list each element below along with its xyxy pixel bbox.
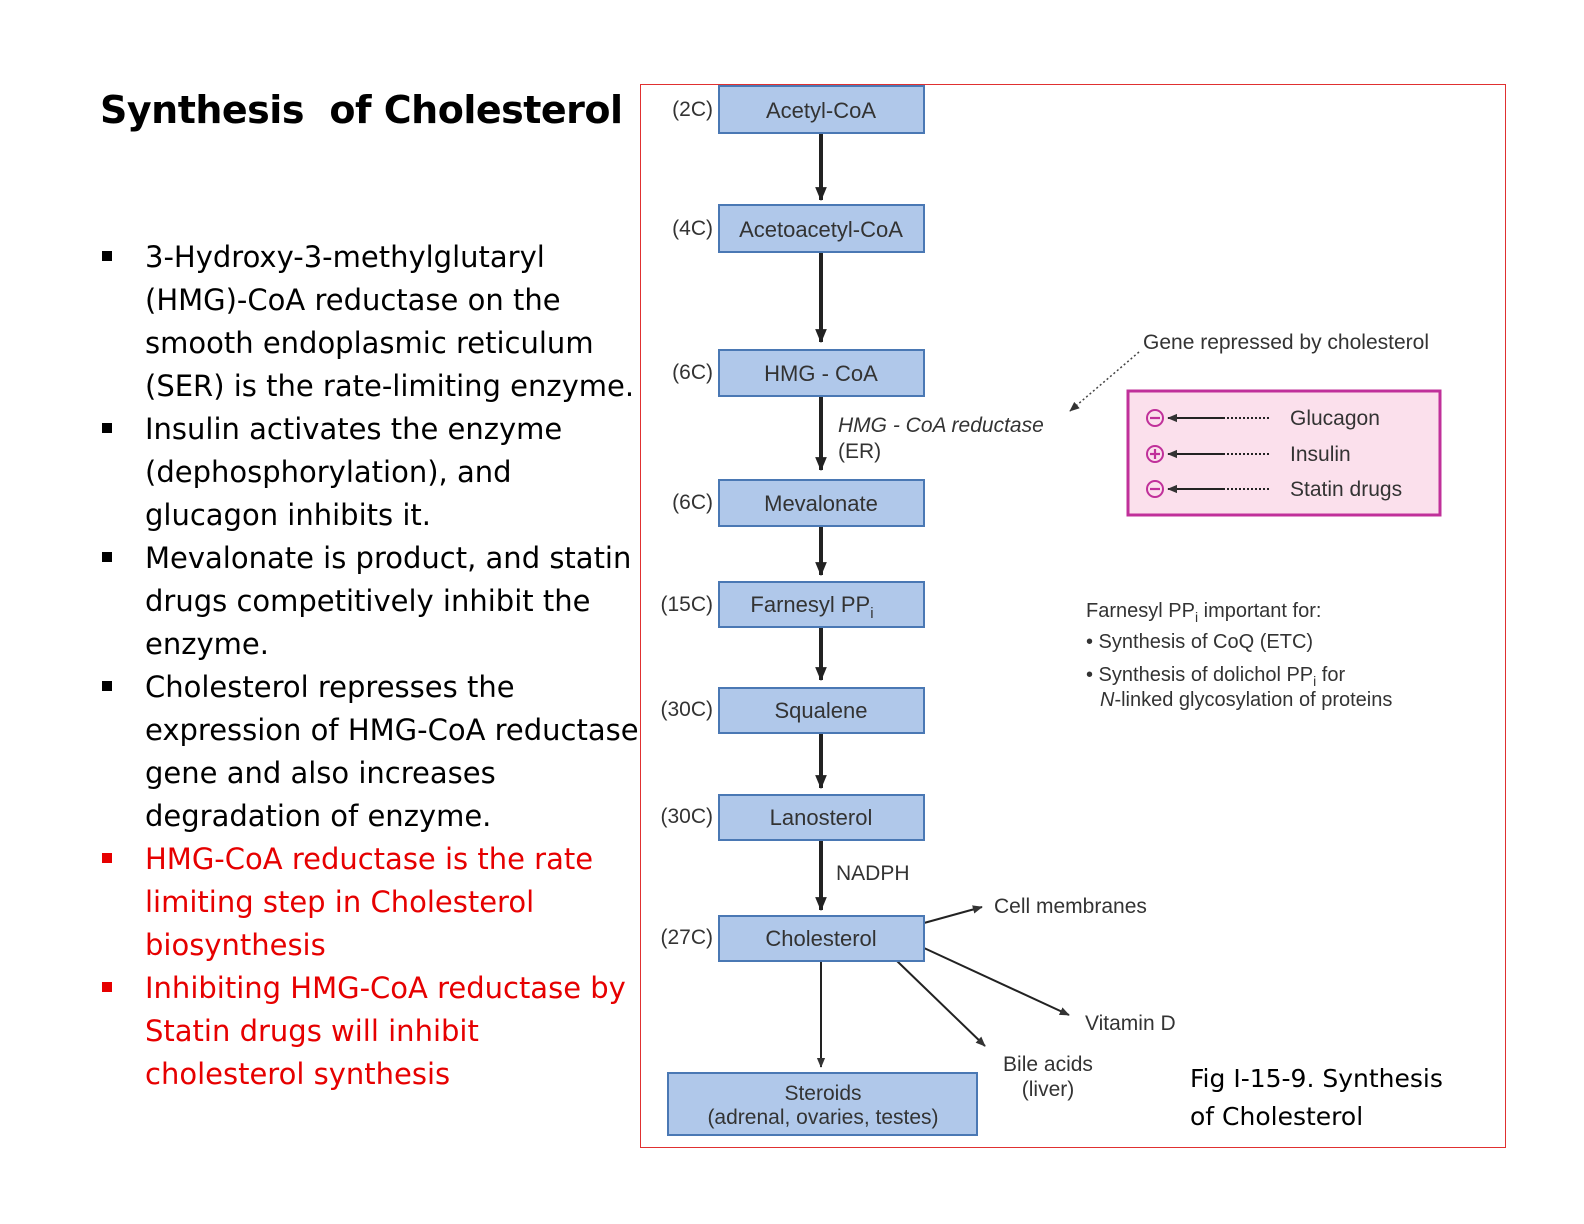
regulator-name: Glucagon [1290, 407, 1380, 430]
carbon-count: (4C) [672, 217, 713, 240]
step-label-main: Farnesyl PP [750, 592, 870, 617]
step-box [718, 479, 925, 527]
farnesyl-note: Farnesyl PPi important for: • Synthesis … [1086, 600, 1392, 711]
square-bullet-icon [102, 681, 112, 691]
pathway-step-mevalonate: Mevalonate (6C) [672, 479, 925, 527]
steroids-label: Steroids [784, 1082, 861, 1105]
figure-frame [640, 84, 1506, 1148]
product-steroids: Steroids (adrenal, ovaries, testes) [667, 1072, 978, 1136]
pathway-step-squalene: Squalene (30C) [660, 687, 925, 734]
bullet-text: Mevalonate is product, and statin drugs … [145, 541, 632, 661]
bullet-item: 3-Hydroxy-3-methylglutaryl (HMG)-CoA red… [100, 236, 640, 408]
item2-sub: i [1313, 673, 1316, 689]
bullet-text: HMG-CoA reductase is the rate limiting s… [145, 842, 594, 962]
arrow-cholesterol-to-vitamin-d [923, 947, 1070, 1016]
regulators-box: Glucagon Insulin Statin drugs [1126, 389, 1442, 517]
regulator-insulin: Insulin [1146, 443, 1351, 466]
gene-repression-note: Gene repressed by cholesterol [1143, 331, 1429, 354]
carbon-count: (6C) [672, 361, 713, 384]
carbon-count: (30C) [660, 805, 713, 828]
item2-italic-n: N [1100, 689, 1115, 711]
item2-line2-rest: -linked glycosylation of proteins [1114, 689, 1392, 711]
steroids-tissues: (adrenal, ovaries, testes) [707, 1106, 938, 1129]
slide-title: Synthesis of Cholesterol [100, 88, 623, 132]
step-box [718, 349, 925, 397]
nadph-label: NADPH [836, 862, 910, 885]
activate-sign-icon [1146, 445, 1164, 463]
bullet-item: Insulin activates the enzyme (dephosphor… [100, 408, 640, 537]
carbon-count: (2C) [672, 98, 713, 121]
square-bullet-icon [102, 552, 112, 562]
figure-caption: Fig I-15-9. Synthesis of Cholesterol [1190, 1060, 1443, 1136]
gene-note-dotted-arrow [1069, 351, 1140, 412]
steroids-box [667, 1072, 978, 1136]
step-label-subscript: i [870, 605, 873, 622]
regulator-name: Insulin [1290, 443, 1351, 466]
figure-caption-line1: Fig I-15-9. Synthesis [1190, 1064, 1443, 1093]
bullet-text: Cholesterol represses the expression of … [145, 670, 639, 833]
carbon-count: (27C) [660, 926, 713, 949]
figure-caption-line2: of Cholesterol [1190, 1102, 1364, 1131]
square-bullet-icon [102, 251, 112, 261]
pathway-step-lanosterol: Lanosterol (30C) [660, 794, 925, 841]
farnesyl-heading-sub: i [1195, 609, 1198, 625]
item2-main: • Synthesis of dolichol PP [1086, 664, 1313, 686]
bullet-text: Inhibiting HMG-CoA reductase by Statin d… [145, 971, 626, 1091]
step-label: Lanosterol [770, 805, 873, 830]
step-box [718, 204, 925, 253]
regulator-statin-drugs: Statin drugs [1146, 478, 1402, 501]
step-box [718, 85, 925, 134]
inhibit-sign-icon [1146, 480, 1164, 498]
pathway-step-acetoacetyl-coa: Acetoacetyl-CoA (4C) [672, 204, 925, 253]
bullet-text: 3-Hydroxy-3-methylglutaryl (HMG)-CoA red… [145, 240, 635, 403]
step-label: Farnesyl PPi [750, 592, 873, 622]
square-bullet-icon [102, 853, 112, 863]
bullet-item: Mevalonate is product, and statin drugs … [100, 537, 640, 666]
pathway-step-hmg-coa: HMG - CoA (6C) [672, 349, 925, 397]
step-box [718, 581, 925, 628]
pathway-step-farnesyl-ppi: Farnesyl PPi (15C) [660, 581, 925, 628]
step-box [718, 687, 925, 734]
regulator-name: Statin drugs [1290, 478, 1402, 501]
carbon-count: (6C) [672, 491, 713, 514]
bullet-list: 3-Hydroxy-3-methylglutaryl (HMG)-CoA red… [100, 236, 640, 1096]
farnesyl-heading-rest: important for: [1198, 600, 1321, 622]
step-label: Mevalonate [764, 491, 878, 516]
bullet-item: Cholesterol represses the expression of … [100, 666, 640, 838]
step-box [718, 915, 925, 962]
product-bile-acids-organ: (liver) [1022, 1078, 1075, 1101]
step-label: Cholesterol [765, 926, 876, 951]
enzyme-name: HMG - CoA reductase [838, 414, 1044, 437]
farnesyl-note-item1: • Synthesis of CoQ (ETC) [1086, 631, 1313, 653]
bullet-item: Inhibiting HMG-CoA reductase by Statin d… [100, 967, 640, 1096]
pathway-step-cholesterol: Cholesterol (27C) [660, 915, 925, 962]
bullet-item: HMG-CoA reductase is the rate limiting s… [100, 838, 640, 967]
enzyme-location: (ER) [838, 440, 881, 463]
pathway-step-acetyl-coa: Acetyl-CoA (2C) [672, 85, 925, 134]
pathway-arrows [815, 133, 1070, 1068]
step-label: Acetoacetyl-CoA [739, 217, 903, 242]
step-label: Squalene [775, 698, 868, 723]
arrow-cholesterol-to-bile-acids [896, 960, 986, 1047]
farnesyl-note-item2-line2: N-linked glycosylation of proteins [1100, 689, 1392, 711]
carbon-count: (30C) [660, 698, 713, 721]
step-label: Acetyl-CoA [766, 98, 876, 123]
inhibit-sign-icon [1146, 409, 1164, 427]
square-bullet-icon [102, 982, 112, 992]
product-cell-membranes: Cell membranes [994, 895, 1147, 918]
bullet-text: Insulin activates the enzyme (dephosphor… [145, 412, 563, 532]
step-box [718, 794, 925, 841]
regulator-glucagon: Glucagon [1146, 407, 1380, 430]
arrow-cholesterol-to-membranes [923, 905, 983, 924]
farnesyl-heading-main: Farnesyl PP [1086, 600, 1195, 622]
step-label: HMG - CoA [764, 361, 878, 386]
carbon-count: (15C) [660, 593, 713, 616]
product-vitamin-d: Vitamin D [1085, 1012, 1176, 1035]
square-bullet-icon [102, 423, 112, 433]
item2-rest: for [1316, 664, 1345, 686]
product-bile-acids: Bile acids [1003, 1053, 1093, 1076]
farnesyl-note-heading: Farnesyl PPi important for: [1086, 600, 1321, 625]
farnesyl-note-item2: • Synthesis of dolichol PPi for [1086, 664, 1345, 689]
